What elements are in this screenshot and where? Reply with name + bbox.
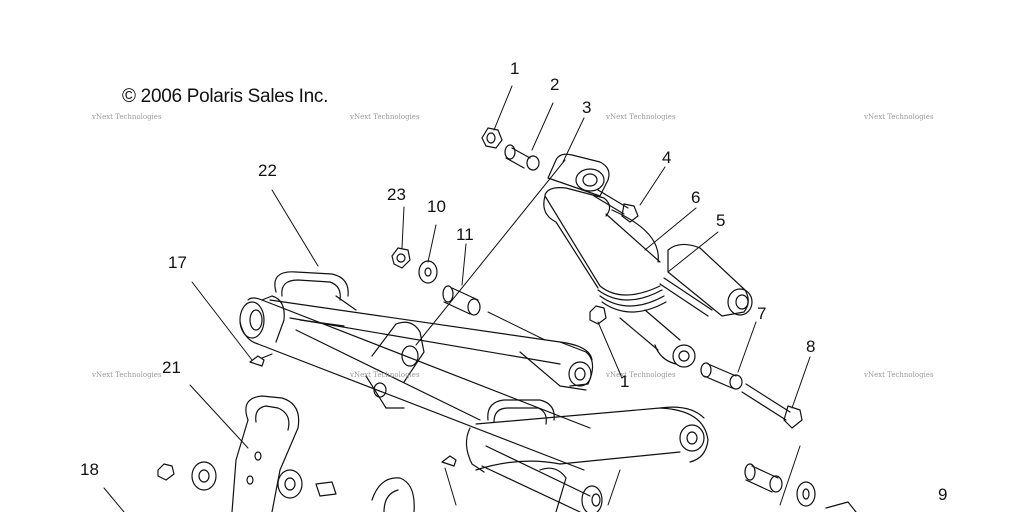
leader-lines [103, 85, 811, 512]
callout-23: 23 [387, 185, 406, 204]
callout-1-middle: 1 [620, 372, 630, 391]
watermark: vNext Technologies [864, 371, 934, 379]
watermark: vNext Technologies [350, 113, 420, 121]
watermark: vNext Technologies [606, 113, 676, 121]
callout-8: 8 [806, 337, 816, 356]
callout-5: 5 [716, 211, 726, 230]
spindle-bracket-21 [231, 395, 300, 512]
callout-9: 9 [938, 485, 948, 504]
callout-10: 10 [427, 197, 446, 216]
copyright-notice: © 2006 Polaris Sales Inc. [122, 86, 329, 107]
callout-7: 7 [757, 304, 767, 323]
callout-2: 2 [550, 75, 560, 94]
callout-11: 11 [456, 225, 474, 244]
callout-21: 21 [162, 358, 181, 377]
callout-6: 6 [691, 188, 701, 207]
callout-4: 4 [662, 148, 672, 167]
shock-absorber [543, 153, 753, 368]
watermark: vNext Technologies [350, 371, 420, 379]
hardware [157, 127, 857, 512]
watermark: vNext Technologies [92, 113, 162, 121]
callout-17: 17 [168, 253, 187, 272]
watermark: vNext Technologies [864, 113, 934, 121]
lower-control-arm [465, 399, 709, 512]
callout-3: 3 [582, 98, 592, 117]
callout-22: 22 [258, 161, 277, 180]
watermark: vNext Technologies [92, 371, 162, 379]
callout-1: 1 [510, 59, 520, 78]
upper-control-arm [239, 271, 594, 471]
callout-18: 18 [80, 460, 99, 479]
watermark: vNext Technologies [606, 371, 676, 379]
